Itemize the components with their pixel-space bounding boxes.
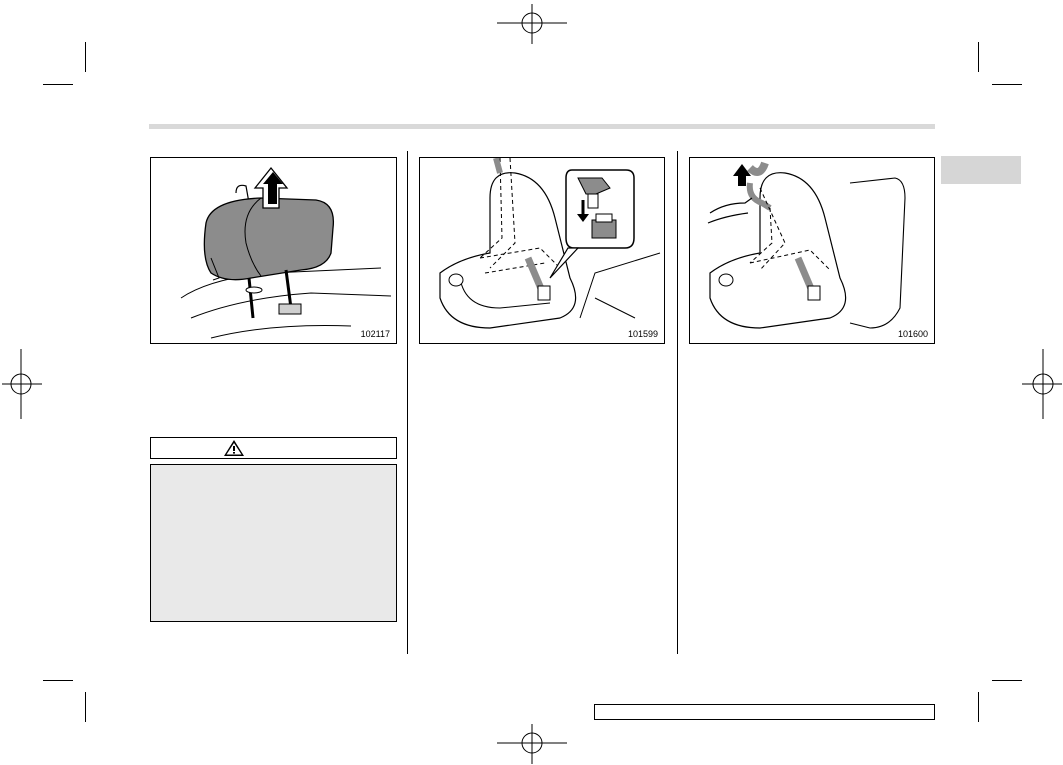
crop-mark [43, 680, 73, 681]
crop-mark [978, 692, 979, 722]
page-number-box [594, 704, 935, 720]
warning-triangle-icon [224, 440, 244, 456]
column-divider [407, 151, 408, 654]
figure-number: 101599 [627, 329, 658, 339]
figure-headrest: 102117 [150, 157, 397, 344]
crop-mark [992, 84, 1022, 85]
registration-mark-icon [1022, 349, 1062, 419]
child-seat-buckle-illustration [439, 158, 661, 329]
figure-buckle: 101599 [419, 157, 665, 344]
crop-mark [43, 84, 73, 85]
registration-mark-icon [2, 349, 42, 419]
crop-mark [85, 42, 86, 72]
warning-body [150, 464, 397, 622]
section-tab [941, 156, 1021, 184]
crop-mark [978, 42, 979, 72]
headrest-illustration [180, 166, 392, 339]
figure-number: 101600 [897, 329, 928, 339]
crop-mark [85, 692, 86, 722]
column-divider [677, 151, 678, 654]
figure-pull-belt: 101600 [689, 157, 935, 344]
header-bar [149, 124, 935, 129]
registration-mark-icon [497, 4, 567, 44]
crop-mark [992, 680, 1022, 681]
child-seat-pull-belt-illustration [707, 161, 906, 329]
figure-number: 102117 [360, 329, 390, 339]
warning-header [150, 437, 397, 459]
registration-mark-icon [497, 724, 567, 764]
